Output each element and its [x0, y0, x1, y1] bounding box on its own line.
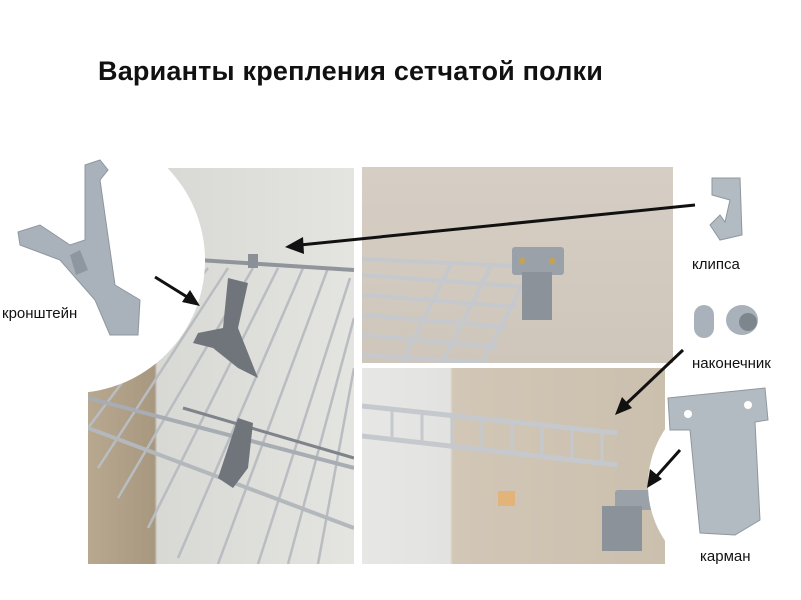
end-cap-part-icon — [694, 305, 758, 338]
label-clip: клипса — [692, 256, 740, 273]
wire-shelf-pocket-illustration — [362, 247, 564, 363]
label-pocket: карман — [700, 548, 751, 565]
label-bracket: кронштейн — [2, 305, 78, 322]
wire-shelf-side-illustration — [362, 403, 665, 551]
label-end-cap: наконечник — [692, 355, 771, 372]
wire-shelf-illustration — [88, 254, 354, 564]
clip-part-icon — [709, 177, 743, 241]
photo-pocket-top — [362, 167, 673, 363]
page-title: Варианты крепления сетчатой полки — [98, 56, 604, 86]
bracket-part-icon — [17, 159, 141, 336]
photo-pocket-side — [362, 368, 665, 564]
arrow-icons — [154, 203, 696, 488]
pocket-part-icon — [667, 387, 769, 536]
